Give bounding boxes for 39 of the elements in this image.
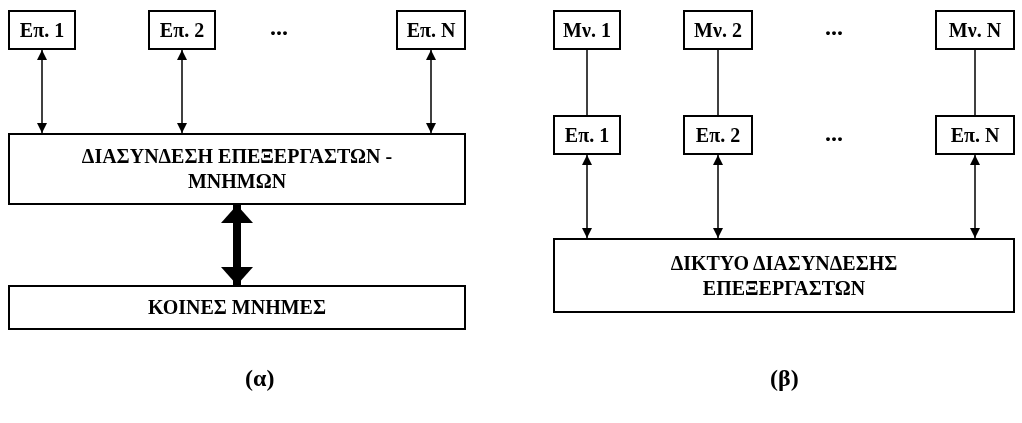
- connector-line: [974, 49, 976, 116]
- process-box: [553, 238, 1015, 313]
- arrow: [177, 49, 187, 134]
- ellipsis-text: ...: [825, 14, 843, 41]
- process-box: [8, 285, 466, 330]
- ellipsis-text: ...: [270, 14, 288, 41]
- box-label: Επ. 1: [19, 17, 65, 43]
- arrow: [221, 205, 253, 285]
- box-label: Επ. N: [950, 122, 1000, 148]
- box-label: Επ. 1: [564, 122, 610, 148]
- box-label: ΔΙΑΣΥΝΔΕΣΗ ΕΠΕΞΕΡΓΑΣΤΩΝ - ΜΝΗΜΩΝ: [80, 144, 394, 194]
- arrow: [713, 154, 723, 239]
- ellipsis-text: ...: [825, 120, 843, 147]
- process-box: [8, 133, 466, 205]
- process-box: [683, 10, 753, 50]
- panel-label: (α): [245, 365, 275, 392]
- box-label: Μν. 2: [694, 17, 742, 43]
- arrow: [426, 49, 436, 134]
- box-label: Επ. 2: [695, 122, 741, 148]
- process-box: [683, 115, 753, 155]
- process-box: [935, 115, 1015, 155]
- process-box: [935, 10, 1015, 50]
- process-box: [148, 10, 216, 50]
- process-box: [553, 115, 621, 155]
- process-box: [8, 10, 76, 50]
- process-box: [553, 10, 621, 50]
- arrow: [970, 154, 980, 239]
- arrow: [37, 49, 47, 134]
- box-label: Μν. 1: [563, 17, 611, 43]
- arrow: [582, 154, 592, 239]
- process-box: [396, 10, 466, 50]
- box-label: Μν. N: [948, 17, 1002, 43]
- connector-line: [586, 49, 588, 116]
- panel-label: (β): [770, 365, 799, 392]
- box-label: Επ. N: [406, 17, 456, 43]
- connector-line: [717, 49, 719, 116]
- box-label: ΚΟΙΝΕΣ ΜΝΗΜΕΣ: [147, 295, 327, 320]
- box-label: ΔΙΚΤΥΟ ΔΙΑΣΥΝΔΕΣΗΣ ΕΠΕΞΕΡΓΑΣΤΩΝ: [669, 250, 899, 301]
- box-label: Επ. 2: [159, 17, 205, 43]
